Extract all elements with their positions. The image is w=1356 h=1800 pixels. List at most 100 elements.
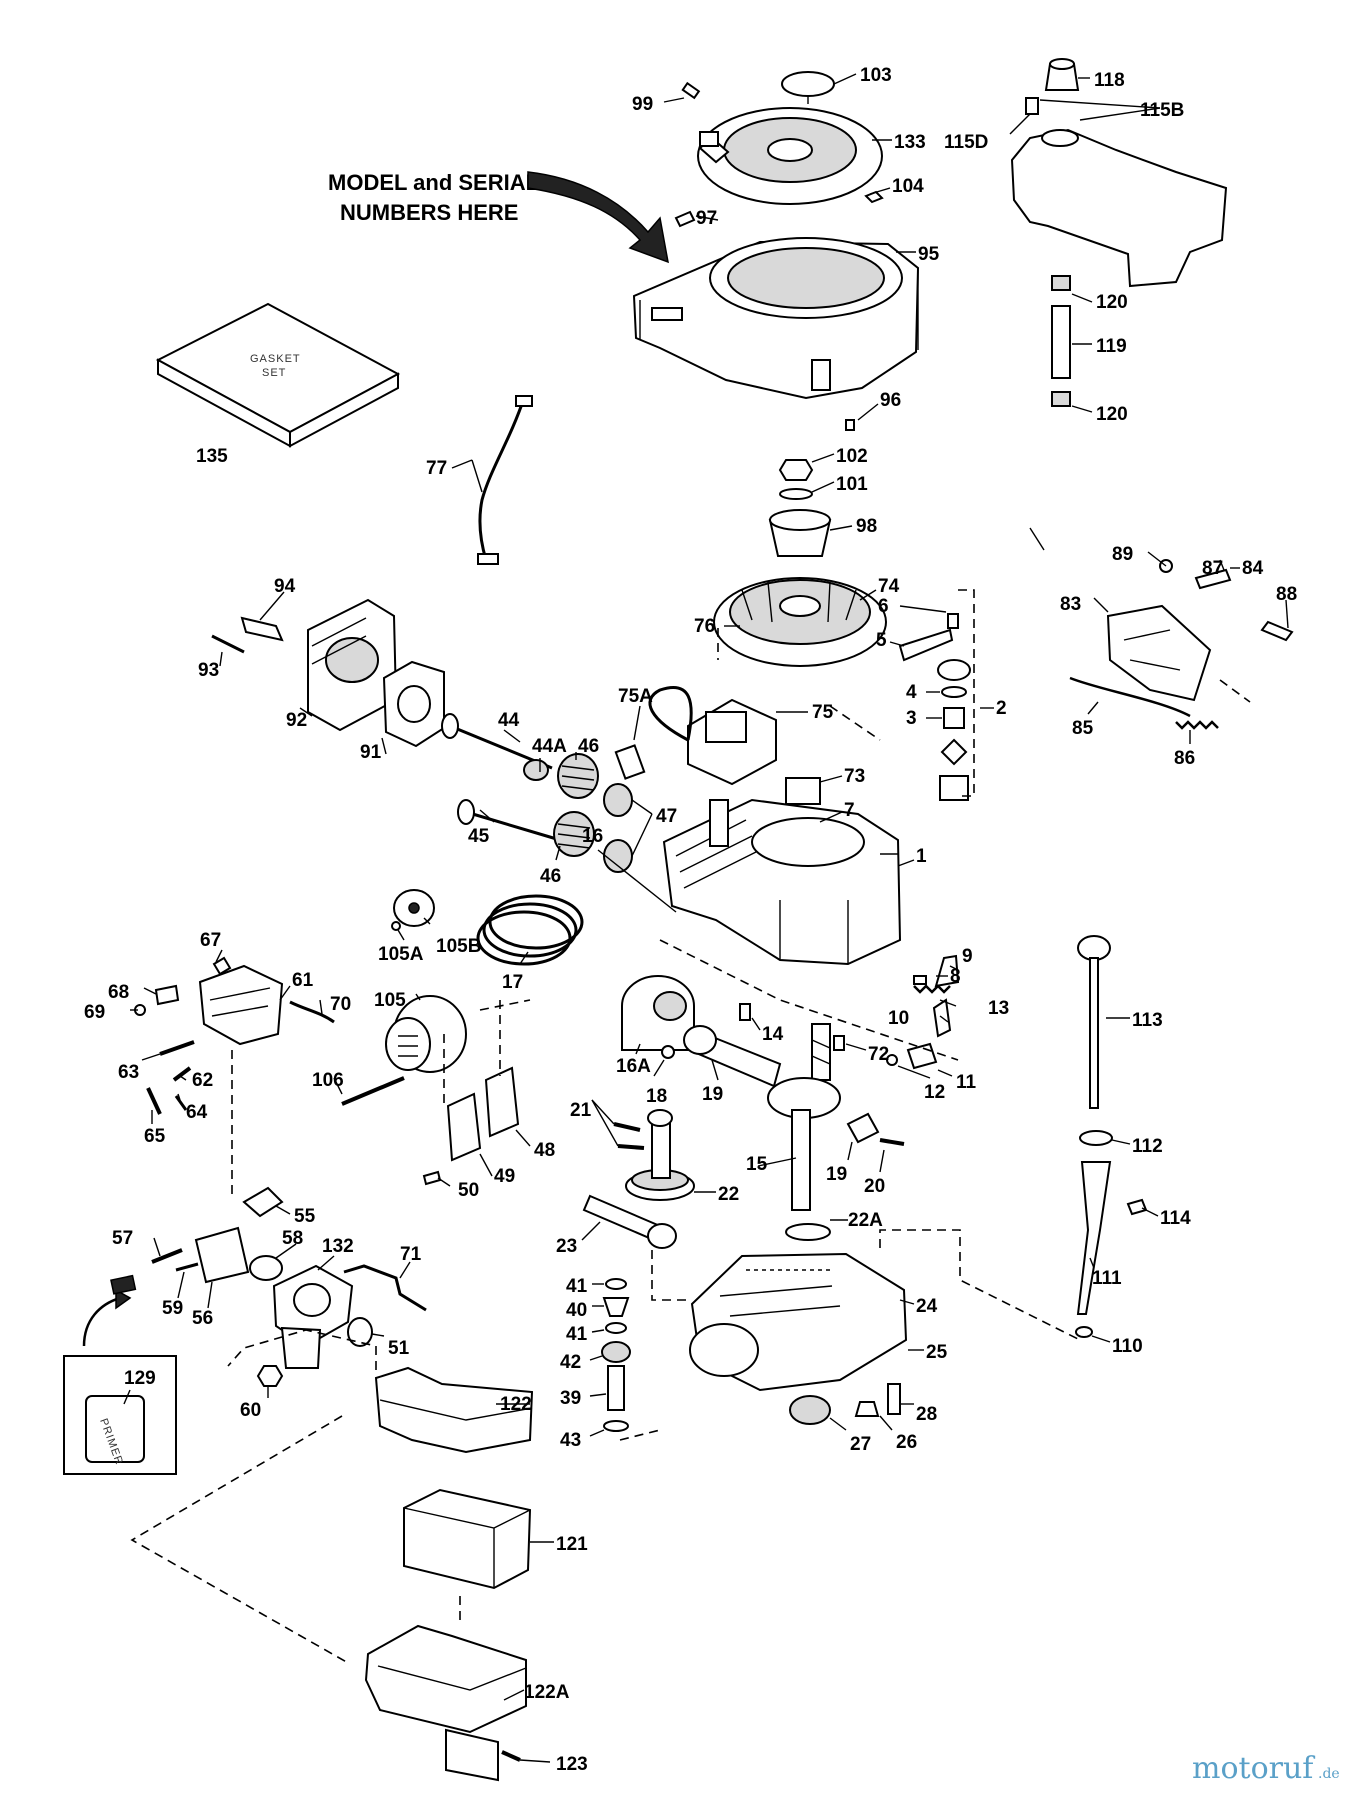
part-63-screw[interactable] (159, 1040, 195, 1056)
part-47-retainer-upper[interactable] (603, 783, 633, 817)
part-85-link[interactable] (1069, 676, 1191, 718)
part-64-spring[interactable] (174, 1095, 188, 1111)
part-114-screw[interactable] (1126, 1198, 1148, 1216)
part-56-intake[interactable] (194, 1226, 250, 1284)
part-17-piston-rings[interactable] (476, 894, 584, 966)
part-4-washer[interactable] (941, 686, 967, 698)
part-84-lever[interactable] (1194, 568, 1232, 590)
part-1-cylinder-block[interactable] (662, 798, 902, 966)
part-110-washer[interactable] (1075, 1326, 1093, 1338)
part-41-washer-top[interactable] (605, 1278, 627, 1290)
part-27-oil-seal[interactable] (789, 1395, 831, 1425)
part-86-spring[interactable] (1175, 720, 1219, 730)
part-39-shaft[interactable] (607, 1365, 625, 1411)
part-50-screw[interactable] (422, 1170, 442, 1186)
part-133-rewind-starter[interactable] (697, 107, 883, 205)
part-93-bolt[interactable] (211, 634, 245, 654)
part-113-dipstick[interactable] (1077, 935, 1111, 961)
part-71-link[interactable] (343, 1264, 427, 1312)
part-62-spring[interactable] (172, 1066, 192, 1082)
part-47-retainer-lower[interactable] (603, 839, 633, 873)
part-22-camshaft[interactable] (625, 1109, 695, 1201)
part-112-o-ring[interactable] (1079, 1130, 1113, 1146)
part-70-link[interactable] (289, 1000, 335, 1024)
part-59-screw[interactable] (175, 1262, 199, 1272)
part-44A-seal[interactable] (523, 759, 549, 781)
part-103-cap[interactable] (781, 71, 835, 97)
part-83-control-bracket[interactable] (1106, 604, 1212, 702)
part-57-screw[interactable] (151, 1248, 183, 1264)
part-120-clamp-bottom[interactable] (1051, 391, 1071, 407)
part-16A-piston[interactable] (621, 975, 695, 1051)
part-15-crankshaft[interactable] (767, 1023, 841, 1211)
part-5-link[interactable] (898, 628, 954, 662)
part-73-bushing[interactable] (785, 777, 821, 805)
part-111-fill-tube[interactable] (1076, 1161, 1112, 1315)
part-74-flywheel[interactable] (713, 577, 887, 667)
gasket-set-box[interactable]: GASKET SET (155, 302, 401, 448)
part-11-bracket[interactable] (906, 1042, 938, 1070)
part-129-primer-decal[interactable]: PRIMER (63, 1355, 177, 1475)
part-42-gear[interactable] (601, 1341, 631, 1363)
part-12-screw[interactable] (886, 1054, 898, 1066)
label-67: 67 (200, 930, 221, 951)
part-122A-air-cleaner-base[interactable] (364, 1624, 527, 1782)
part-45-valve[interactable] (465, 810, 561, 842)
part-60-nut[interactable] (256, 1365, 284, 1387)
part-40-cup[interactable] (602, 1297, 630, 1317)
part-106-bolt[interactable] (341, 1076, 405, 1106)
part-99-pin[interactable] (681, 81, 701, 100)
part-22A-washer[interactable] (785, 1223, 831, 1241)
part-65-screw[interactable] (146, 1087, 162, 1115)
label-74: 74 (878, 576, 900, 597)
part-51-o-ring[interactable] (347, 1317, 373, 1347)
part-132-carburetor[interactable] (272, 1264, 354, 1369)
part-94-spark-plug[interactable] (240, 616, 284, 642)
governor-cup[interactable] (940, 738, 968, 766)
part-96-clip[interactable] (845, 419, 855, 431)
part-101-washer[interactable] (779, 488, 813, 500)
part-13-spring[interactable] (913, 984, 951, 994)
part-77-ground-wire[interactable] (478, 397, 526, 561)
part-122-air-cleaner-cover[interactable] (374, 1366, 534, 1454)
part-55-gasket[interactable] (242, 1186, 284, 1218)
part-102-nut[interactable] (778, 459, 814, 481)
part-48-gasket[interactable] (484, 1066, 520, 1138)
part-14-pin[interactable] (739, 1003, 751, 1021)
part-58-gasket[interactable] (249, 1255, 283, 1281)
part-49-gasket[interactable] (446, 1092, 482, 1162)
fuel-tank-assembly[interactable] (1010, 58, 1228, 288)
part-18-clip[interactable] (661, 1045, 675, 1059)
part-67-screw[interactable] (212, 956, 232, 976)
part-120-clamp-top[interactable] (1051, 275, 1071, 291)
part-28-bolt[interactable] (887, 1383, 901, 1415)
part-41-washer-bottom[interactable] (605, 1322, 627, 1334)
part-2-governor-assembly[interactable] (937, 659, 971, 681)
part-105-muffler[interactable] (385, 995, 467, 1073)
part-119-fuel-line[interactable] (1051, 305, 1071, 379)
part-3-sleeve[interactable] (943, 707, 965, 729)
part-95-blower-housing[interactable] (632, 237, 920, 400)
part-88-clip[interactable] (1260, 620, 1294, 642)
part-97-screw[interactable] (674, 210, 696, 228)
part-8-screw[interactable] (913, 975, 927, 985)
part-21-screw-b[interactable] (617, 1144, 645, 1150)
part-75-ignition-module[interactable] (614, 686, 777, 786)
part-6-screw[interactable] (947, 613, 959, 629)
part-19-rod-cap[interactable] (846, 1112, 880, 1144)
part-72-pin[interactable] (833, 1035, 845, 1051)
part-25-crankcase-sump[interactable] (689, 1252, 908, 1392)
part-20-bolt[interactable] (879, 1138, 905, 1146)
part-61-carb-bracket[interactable] (198, 964, 284, 1046)
part-68-clip[interactable] (154, 984, 180, 1006)
part-92-cylinder-head[interactable] (307, 598, 398, 732)
part-21-screw-a[interactable] (613, 1122, 641, 1132)
part-26-plug[interactable] (854, 1401, 880, 1417)
part-123-screw[interactable] (501, 1750, 521, 1762)
label-77: 77 (426, 458, 447, 479)
part-105A-screw[interactable] (391, 921, 401, 931)
part-46-spring-lower[interactable] (553, 811, 595, 857)
part-43-washer[interactable] (603, 1420, 629, 1432)
part-121-filter-element[interactable] (403, 1488, 532, 1590)
part-46-spring-upper[interactable] (557, 753, 599, 799)
